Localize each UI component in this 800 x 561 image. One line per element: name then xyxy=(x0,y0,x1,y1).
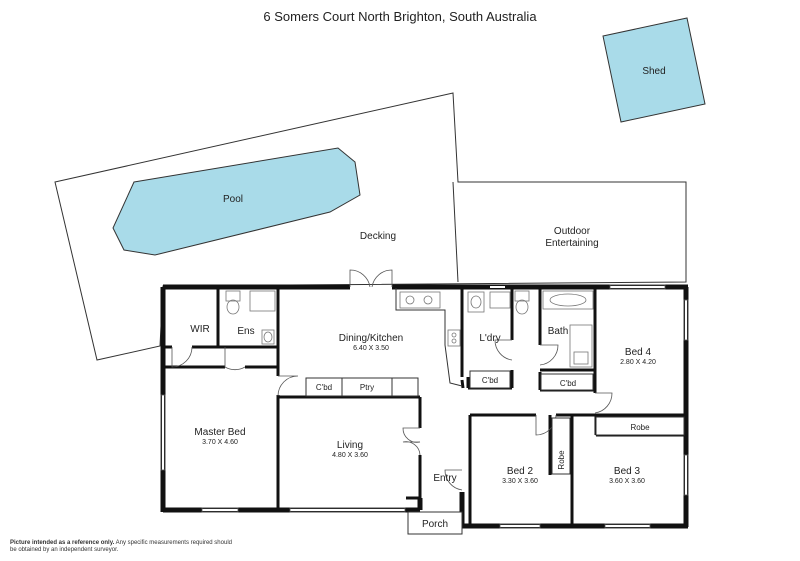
exterior-walls xyxy=(160,284,689,529)
cupboard-dining: C'bd xyxy=(316,383,332,392)
room-laundry: L'dry xyxy=(479,333,500,344)
room-entry: Entry xyxy=(433,473,456,484)
room-living: Living xyxy=(337,440,363,451)
room-master-bed-size: 3.70 X 4.60 xyxy=(202,439,238,446)
interior-walls xyxy=(165,289,686,526)
pool: Pool xyxy=(112,147,361,256)
robe-bed3: Robe xyxy=(630,423,650,432)
shed-label: Shed xyxy=(642,66,665,77)
cupboards xyxy=(305,370,685,535)
room-bath: Bath xyxy=(548,326,569,337)
robe-bed2: Robe xyxy=(557,450,566,470)
pool-label: Pool xyxy=(223,194,243,205)
room-bed3: Bed 3 xyxy=(614,466,641,477)
room-bed4: Bed 4 xyxy=(625,347,652,358)
pantry: Ptry xyxy=(360,383,374,392)
room-porch: Porch xyxy=(422,519,448,530)
fixtures xyxy=(225,290,594,368)
room-master-bed: Master Bed xyxy=(194,427,245,438)
decking-label: Decking xyxy=(360,231,396,242)
room-living-size: 4.80 X 3.60 xyxy=(332,452,368,459)
room-bed2-size: 3.30 X 3.60 xyxy=(502,478,538,485)
decking-area xyxy=(54,92,687,361)
room-bed3-size: 3.60 X 3.60 xyxy=(609,478,645,485)
room-labels: WIR Ens Dining/Kitchen 6.40 X 3.50 L'dry… xyxy=(190,324,656,530)
disclaimer-bold: Picture intended as a reference only. xyxy=(10,540,115,546)
room-dining-kitchen: Dining/Kitchen xyxy=(339,333,403,344)
disclaimer: Picture intended as a reference only. An… xyxy=(10,540,240,554)
disclaimer-rest: Any specific measurements required shoul… xyxy=(10,540,232,553)
window-frames xyxy=(160,284,689,529)
plan-title: 6 Somers Court North Brighton, South Aus… xyxy=(263,9,537,24)
room-ens: Ens xyxy=(237,326,254,337)
shed: Shed xyxy=(602,17,706,123)
outdoor-label-line2: Entertaining xyxy=(545,238,598,249)
cupboard-hall: C'bd xyxy=(560,379,576,388)
cupboard-laundry: C'bd xyxy=(482,376,498,385)
room-bed2: Bed 2 xyxy=(507,466,534,477)
room-wir: WIR xyxy=(190,324,209,335)
kitchen-bench xyxy=(395,288,463,387)
room-dining-kitchen-size: 6.40 X 3.50 xyxy=(353,345,389,352)
room-bed4-size: 2.80 X 4.20 xyxy=(620,359,656,366)
outdoor-label-line1: Outdoor xyxy=(554,226,591,237)
windows xyxy=(162,286,687,527)
